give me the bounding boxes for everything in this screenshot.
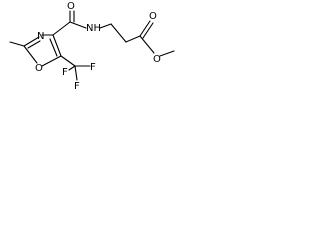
atom-o-ester-carbonyl: O [149,11,157,22]
atom-n-ring: N [37,31,44,42]
bond-ester-o-methyl [159,50,175,57]
bond-c5-cf3 [60,55,76,67]
bond-ester-co-double [142,22,154,39]
bond-ester-c-o [139,35,155,54]
atom-o-ring: O [35,63,43,74]
atom-f-left: F [62,67,68,78]
bond-c4-c5 [52,34,62,57]
bond-c2-n3 [23,36,40,47]
bond-c2-n3-double [27,40,41,49]
bonds [9,10,175,81]
bond-ch2a-ch2b [110,23,127,43]
bond-nh-ch2a [99,23,112,29]
bond-c4-c5-double [49,38,58,57]
atom-labels: NH O N O F F F O O [35,1,161,92]
bond-methyl-c2 [9,41,25,47]
atom-o-amide: O [67,1,75,12]
bond-ester-co [139,20,151,37]
bond-o1-c2 [23,45,38,64]
atom-f-bottom: F [74,81,80,92]
bond-cf3-f-bottom [74,65,78,81]
atom-n-amide: NH [86,23,101,34]
atom-o-ester-ether: O [153,54,161,65]
chemical-structure: NH O N O F F F O O [9,1,175,92]
bond-ch2b-ch2c [125,35,141,43]
atom-f-right: F [90,62,96,73]
bond-carbonyl-nh [69,21,87,29]
bond-cf3-f-left [68,65,76,71]
bond-c4-carbonyl [52,21,71,36]
bond-c5-o1 [41,55,62,67]
